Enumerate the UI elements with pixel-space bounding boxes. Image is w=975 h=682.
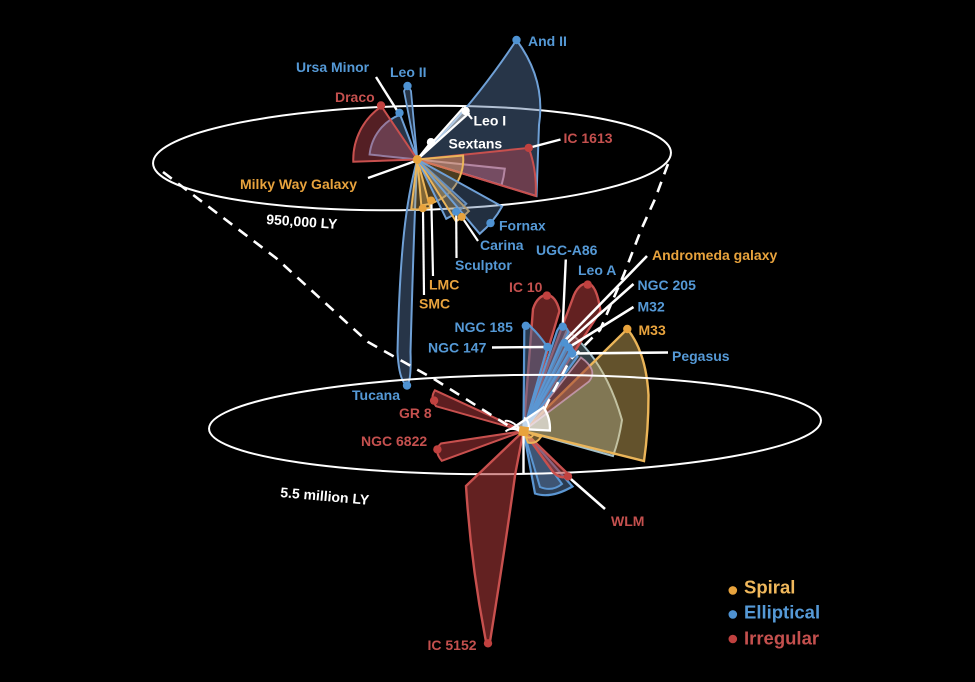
svg-text:Sculptor: Sculptor xyxy=(455,257,512,273)
svg-text:IC 10: IC 10 xyxy=(509,279,543,295)
svg-text:IC 1613: IC 1613 xyxy=(564,130,613,146)
svg-text:SMC: SMC xyxy=(419,296,450,312)
svg-text:Ursa Minor: Ursa Minor xyxy=(296,59,370,75)
svg-text:IC 5152: IC 5152 xyxy=(428,637,477,653)
svg-text:Leo II: Leo II xyxy=(390,64,427,80)
svg-text:Spiral: Spiral xyxy=(744,577,795,598)
svg-text:Carina: Carina xyxy=(480,237,524,253)
svg-text:GR 8: GR 8 xyxy=(399,405,432,421)
svg-text:Elliptical: Elliptical xyxy=(744,602,820,623)
svg-text:5.5 million LY: 5.5 million LY xyxy=(280,484,371,508)
svg-text:Draco: Draco xyxy=(335,89,375,105)
svg-text:NGC 185: NGC 185 xyxy=(455,319,514,335)
svg-text:NGC 6822: NGC 6822 xyxy=(361,433,427,449)
svg-text:950,000 LY: 950,000 LY xyxy=(266,211,339,232)
svg-text:Milky Way Galaxy: Milky Way Galaxy xyxy=(240,176,357,192)
svg-text:And II: And II xyxy=(528,33,567,49)
svg-text:NGC 205: NGC 205 xyxy=(638,277,697,293)
svg-text:Leo I: Leo I xyxy=(474,113,507,129)
svg-text:Sextans: Sextans xyxy=(449,136,503,152)
svg-text:WLM: WLM xyxy=(611,513,644,529)
svg-text:UGC-A86: UGC-A86 xyxy=(536,242,598,258)
svg-text:LMC: LMC xyxy=(429,277,459,293)
svg-text:Pegasus: Pegasus xyxy=(672,348,730,364)
svg-text:Fornax: Fornax xyxy=(499,218,546,234)
svg-text:M33: M33 xyxy=(639,322,666,338)
svg-text:Irregular: Irregular xyxy=(744,628,819,649)
svg-text:Leo A: Leo A xyxy=(578,262,616,278)
svg-text:Tucana: Tucana xyxy=(352,387,400,403)
svg-text:M32: M32 xyxy=(638,299,665,315)
svg-text:NGC 147: NGC 147 xyxy=(428,340,487,356)
svg-text:Andromeda galaxy: Andromeda galaxy xyxy=(652,247,777,263)
